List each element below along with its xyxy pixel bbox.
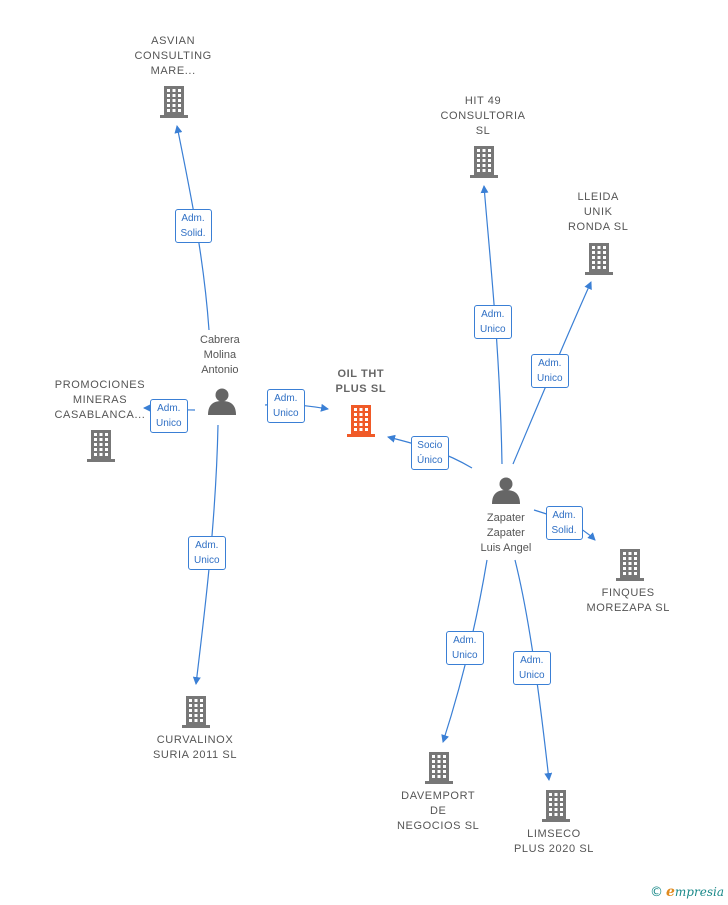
edge-label-cabrera-asvian[interactable]: Adm. Solid. [174,209,212,243]
node-label-promociones[interactable]: PROMOCIONES MINERAS CASABLANCA... [55,378,146,423]
node-label-davemport[interactable]: DAVEMPORT DE NEGOCIOS SL [397,789,479,834]
edge-label-line: Solid. [551,525,577,536]
node-label-line: Cabrera [200,333,240,346]
brand-initial: e [666,884,675,900]
edge-label-line: Unico [480,324,506,335]
edge-label-line: Unico [273,408,299,419]
edge-label-zapater-lleida[interactable]: Adm. Unico [531,354,569,388]
node-label-line: MINERAS [72,393,128,406]
building-icon-davemport[interactable] [425,752,453,784]
node-label-line: UNIK [583,205,613,218]
icons-layer [87,86,644,822]
edge-label-zapater-hit49[interactable]: Adm. Unico [474,305,512,339]
edge-label-line: Adm. [181,213,205,224]
node-label-line: MARE... [150,64,196,77]
edge-label-line: Unico [519,670,545,681]
edge-label-line: Adm. [552,510,576,521]
building-icon-curvalinox[interactable] [182,696,210,728]
person-icon-zapater[interactable] [492,477,520,505]
edge-label-line: Adm. [157,403,181,414]
node-label-line: DE [429,804,447,817]
node-label-line: PROMOCIONES [54,378,146,391]
edge-label-cabrera-curvalinox[interactable]: Adm. Unico [188,536,226,570]
node-label-hit49[interactable]: HIT 49 CONSULTORIA SL [441,94,526,139]
building-icon-oil[interactable] [347,405,375,437]
node-label-line: Zapater [486,511,525,524]
edge-label-line: Adm. [453,635,477,646]
building-icon-asvian[interactable] [160,86,188,118]
edge-label-line: Único [417,455,443,466]
node-label-lleida[interactable]: LLEIDA UNIK RONDA SL [568,190,628,235]
node-label-line: DAVEMPORT [401,789,476,802]
node-label-line: FINQUES [601,587,655,599]
node-label-curvalinox[interactable]: CURVALINOX SURIA 2011 SL [153,733,237,763]
node-label-line: Molina [203,348,237,361]
node-label-limseco[interactable]: LIMSECO PLUS 2020 SL [514,827,594,857]
node-label-line: Antonio [201,363,239,376]
node-label-line: ASVIAN [151,34,196,47]
edge-label-zapater-limseco[interactable]: Adm. Unico [513,651,551,685]
edge-label-line: Adm. [274,393,298,404]
node-label-line: CONSULTORIA [440,109,526,122]
edge-label-line: Solid. [180,228,206,239]
building-icon-limseco[interactable] [542,790,570,822]
edge-label-zapater-finques[interactable]: Adm. Solid. [545,506,583,540]
node-label-line: PLUS SL [335,383,387,395]
empresia-credit[interactable]: ©empresia [650,884,724,900]
edge-label-cabrera-oil[interactable]: Adm. Unico [267,389,305,423]
node-label-line: NEGOCIOS SL [397,819,480,832]
person-icon-cabrera[interactable] [208,388,236,416]
edge-label-line: Unico [194,555,220,566]
edge-label-line: Adm. [195,540,219,551]
node-label-line: SURIA 2011 SL [153,749,238,761]
node-label-line: SL [475,124,491,137]
node-label-line: CURVALINOX [156,734,234,746]
node-label-line: LLEIDA [577,190,619,203]
node-label-line: CONSULTING [134,49,212,62]
node-label-line: RONDA SL [568,220,629,233]
edge-label-line: Adm. [520,655,544,666]
edge-label-line: Adm. [481,309,505,320]
node-label-line: CASABLANCA... [54,408,146,421]
building-icon-finques[interactable] [616,549,644,581]
node-label-line: MOREZAPA SL [586,602,670,614]
node-label-line: LIMSECO [527,828,581,840]
node-label-finques[interactable]: FINQUES MOREZAPA SL [587,586,670,616]
node-label-asvian[interactable]: ASVIAN CONSULTING MARE... [135,34,212,79]
node-label-line: Luis Angel [480,541,532,554]
building-icon-lleida[interactable] [585,243,613,275]
edge-label-line: Adm. [538,358,562,369]
building-icon-hit49[interactable] [470,146,498,178]
edge-label-line: Socio [417,440,443,451]
edge-label-line: Unico [452,650,478,661]
edge-label-line: Unico [537,373,563,384]
copyright-symbol: © [650,885,663,900]
edge-label-zapater-davemport[interactable]: Adm. Unico [446,631,484,665]
edge-label-line: Unico [156,418,182,429]
edge-label-cabrera-promociones[interactable]: Adm. Unico [150,399,188,433]
node-label-line: OIL THT [337,368,385,380]
node-label-line: PLUS 2020 SL [514,843,594,855]
building-icon-promociones[interactable] [87,430,115,462]
node-label-oil[interactable]: OIL THT PLUS SL [336,367,387,397]
brand-name: mpresia [674,885,724,899]
node-label-line: HIT 49 [464,94,502,107]
node-label-line: Zapater [486,526,525,539]
